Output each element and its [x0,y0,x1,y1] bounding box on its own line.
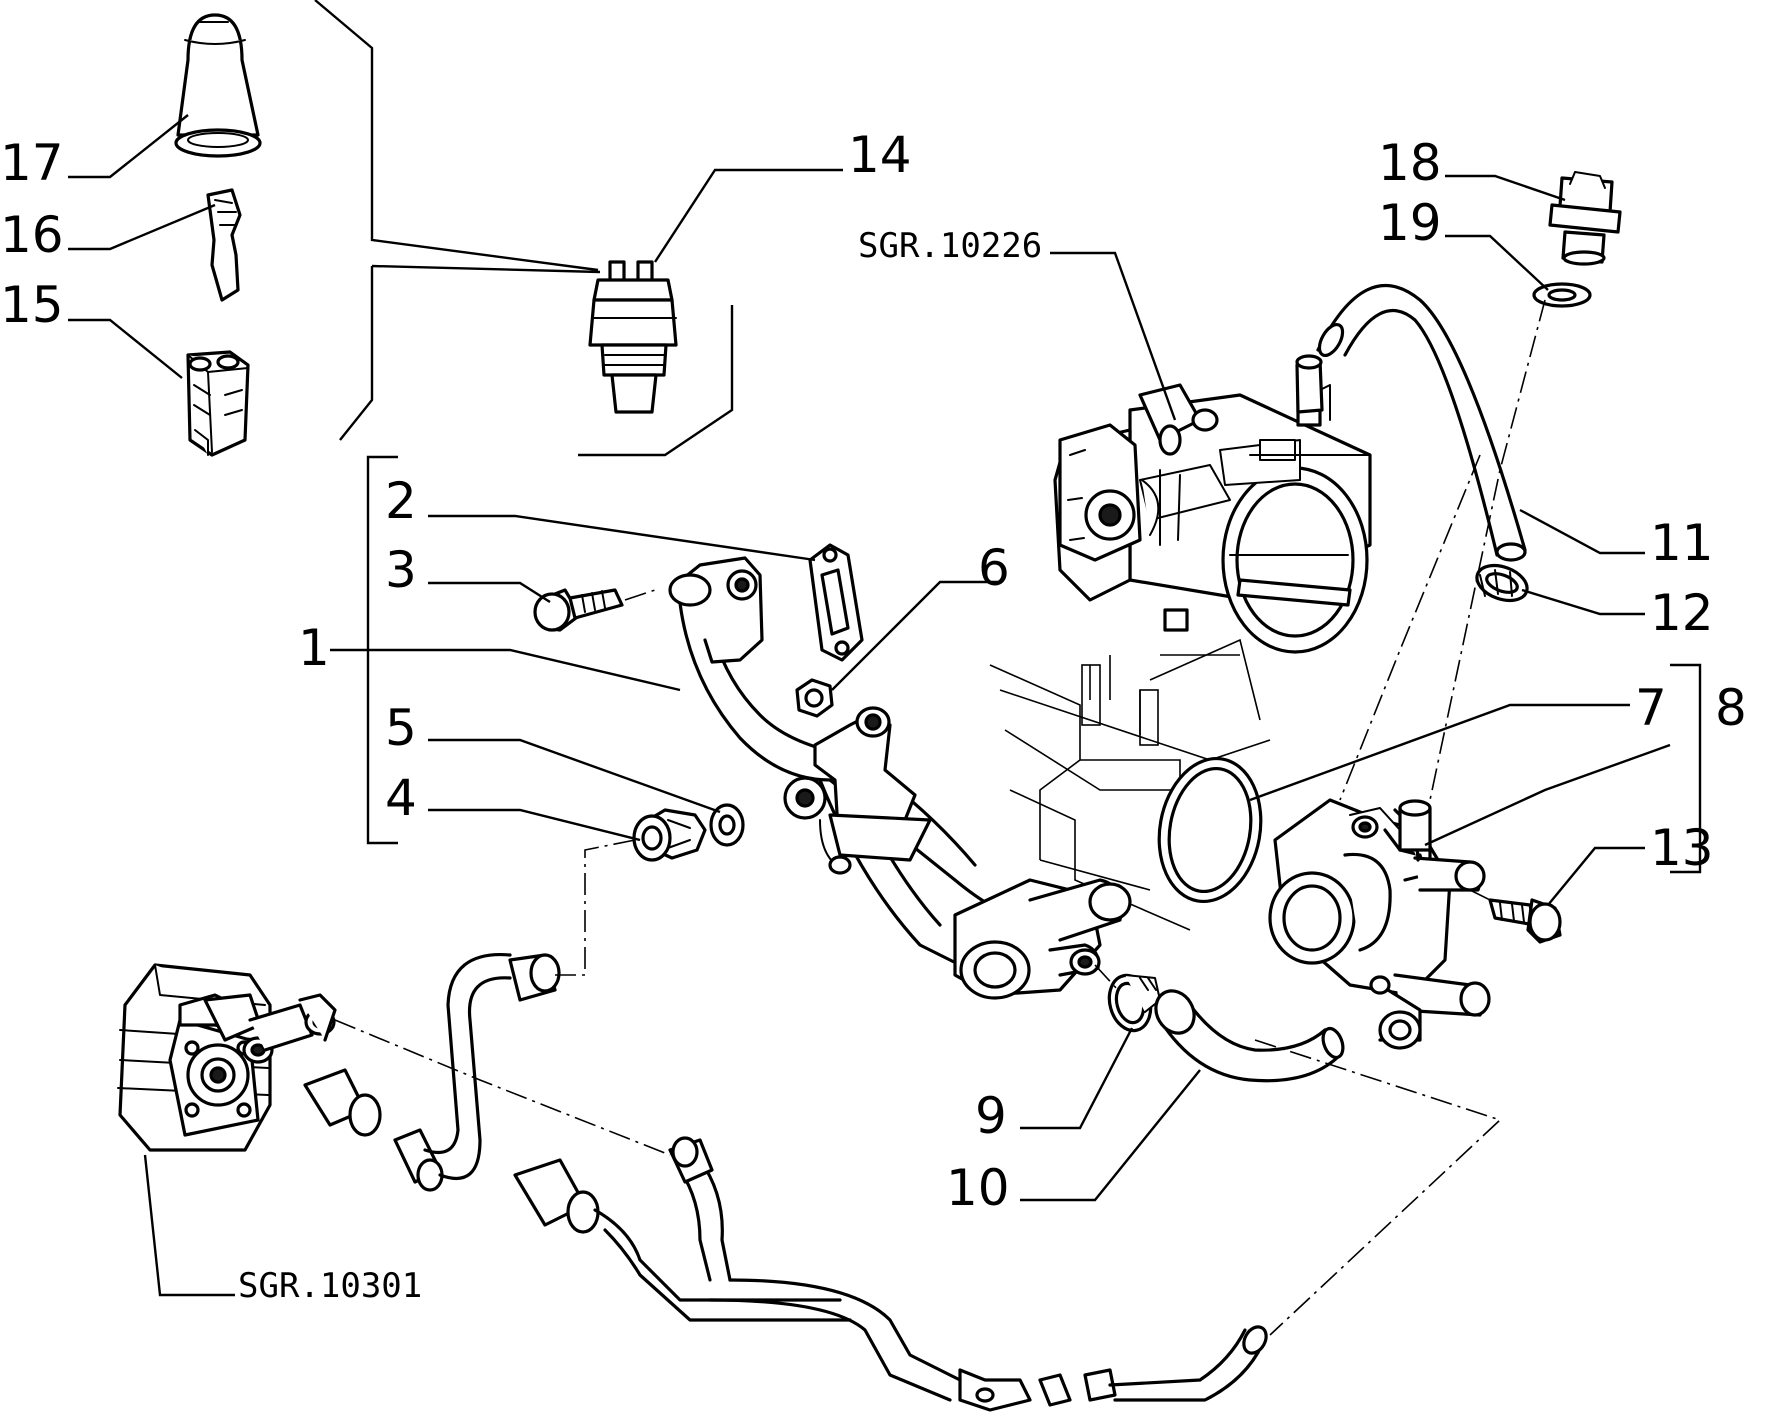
part-4-union [632,808,707,862]
part-6-nut [795,678,834,718]
callout-7: 7 [1635,679,1667,737]
sender-frame-top [314,0,599,272]
callout-12: 12 [1650,584,1714,642]
callout-19: 19 [1378,194,1442,252]
leader-2 [428,514,816,562]
leader-9 [1020,1027,1134,1130]
leader-4 [428,808,641,842]
ref-oil-cooler: SGR.10301 [238,1266,422,1306]
callout-1: 1 [298,619,330,677]
engine-block-outline [989,638,1271,931]
oil-cooler-pipes [303,952,1268,1412]
part-9-hose-clamp [1107,973,1161,1033]
callout-17: 17 [0,134,64,192]
leader-11 [1519,508,1645,555]
leader-15 [68,318,183,379]
part-18-coolant-sensor [1548,171,1622,266]
axis-union-to-pipe [555,839,636,976]
leader-12 [1521,588,1645,616]
axis-cooler-pipe [334,1019,671,1156]
leader-6 [831,580,1000,691]
callout-5: 5 [385,699,417,757]
axis-sensor-18 [1429,299,1546,801]
part-19-washer [1532,282,1592,308]
callout-3: 3 [385,541,417,599]
part-7-o-ring [1157,756,1263,904]
part-17-boot [174,13,262,158]
leader-18 [1445,174,1566,202]
part-16-terminal [206,188,242,302]
callout-6: 6 [978,539,1010,597]
part-8-thermostat-housing [1268,798,1491,1050]
part-14-temperature-sender [588,260,678,414]
callout-9: 9 [975,1087,1007,1145]
leader-16 [68,203,216,251]
oil-cooler [117,963,337,1152]
axis-lower-hose [1254,1039,1502,1336]
part-5-washer [709,803,745,847]
leader-10 [1020,1069,1201,1202]
leader-1 [330,648,681,692]
leader-19 [1445,234,1549,291]
leader-13 [1547,846,1645,906]
leader-sgr10301 [143,1154,235,1297]
leader-sgr10226 [1050,251,1177,421]
callout-18: 18 [1378,134,1442,192]
part-11-hose [1316,283,1527,562]
callout-16: 16 [0,206,64,264]
throttle-body [1053,354,1372,654]
callout-11: 11 [1650,514,1714,572]
part-15-connector [186,350,250,457]
leader-7 [1249,703,1630,802]
leader-8 [1424,743,1671,847]
sender-frame-left [339,266,374,441]
part-12-hose-clamp [1475,563,1529,603]
part-3-bolt [533,588,624,632]
ref-throttle-body: SGR.10226 [858,226,1042,266]
callout-4: 4 [385,769,417,827]
leader-17 [68,114,189,179]
callout-14: 14 [848,126,912,184]
part-2-gasket [808,543,864,662]
part-10-hose [1154,989,1345,1083]
part-1-water-pipe [668,556,1132,1000]
bolt-3-axis [624,589,656,601]
callout-2: 2 [385,472,417,530]
sender-frame-link [371,264,601,274]
leader-14 [653,168,843,263]
axis-clamp-9 [1094,964,1119,991]
callout-8: 8 [1715,679,1747,737]
callout-13: 13 [1650,819,1714,877]
axis-bolt-13 [1469,889,1491,901]
callout-10: 10 [946,1159,1010,1217]
sender-frame-right [578,305,734,457]
callout-15: 15 [0,276,64,334]
bracket-group-8 [1670,663,1702,874]
part-13-bolt [1488,898,1562,944]
leader-5 [428,738,721,814]
leader-3 [428,581,551,604]
